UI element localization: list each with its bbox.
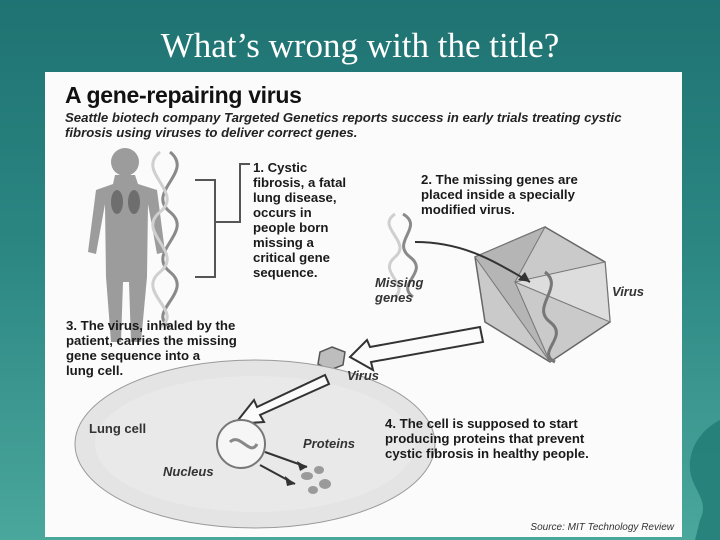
- small-virus-label: Virus: [347, 368, 380, 383]
- lung-cell-label: Lung cell: [89, 421, 147, 436]
- infographic: A gene-repairing virus Seattle biotech c…: [45, 72, 682, 537]
- dna-strand-icon: [151, 150, 179, 329]
- virus-icon: [474, 225, 611, 364]
- missing-genes-label: Missing genes: [375, 275, 424, 305]
- source-note: Source: MIT Technology Review: [530, 522, 674, 533]
- slide-title: What’s wrong with the title?: [160, 26, 560, 65]
- decorative-wave: [689, 420, 720, 540]
- step-2-text: 2. The missing genes are placed inside a…: [421, 172, 578, 217]
- missing-genes-dna: [387, 212, 418, 299]
- proteins-label: Proteins: [303, 436, 356, 451]
- figure-title: A gene-repairing virus: [65, 82, 302, 108]
- nucleus-label: Nucleus: [163, 464, 214, 479]
- nucleus-icon: [216, 419, 266, 469]
- infographic-art: [74, 148, 611, 529]
- lungs-icon: [111, 190, 140, 214]
- step-4-text: 4. The cell is supposed to start produci…: [385, 416, 589, 461]
- figure-subtitle: Seattle biotech company Targeted Genetic…: [65, 110, 622, 140]
- step-3-text: 3. The virus, inhaled by the patient, ca…: [66, 318, 237, 378]
- virus-label: Virus: [612, 284, 645, 299]
- human-figure: [88, 148, 165, 342]
- proteins-icon: [301, 466, 331, 494]
- step-1-text: 1. Cystic fibrosis, a fatal lung disease…: [253, 160, 347, 280]
